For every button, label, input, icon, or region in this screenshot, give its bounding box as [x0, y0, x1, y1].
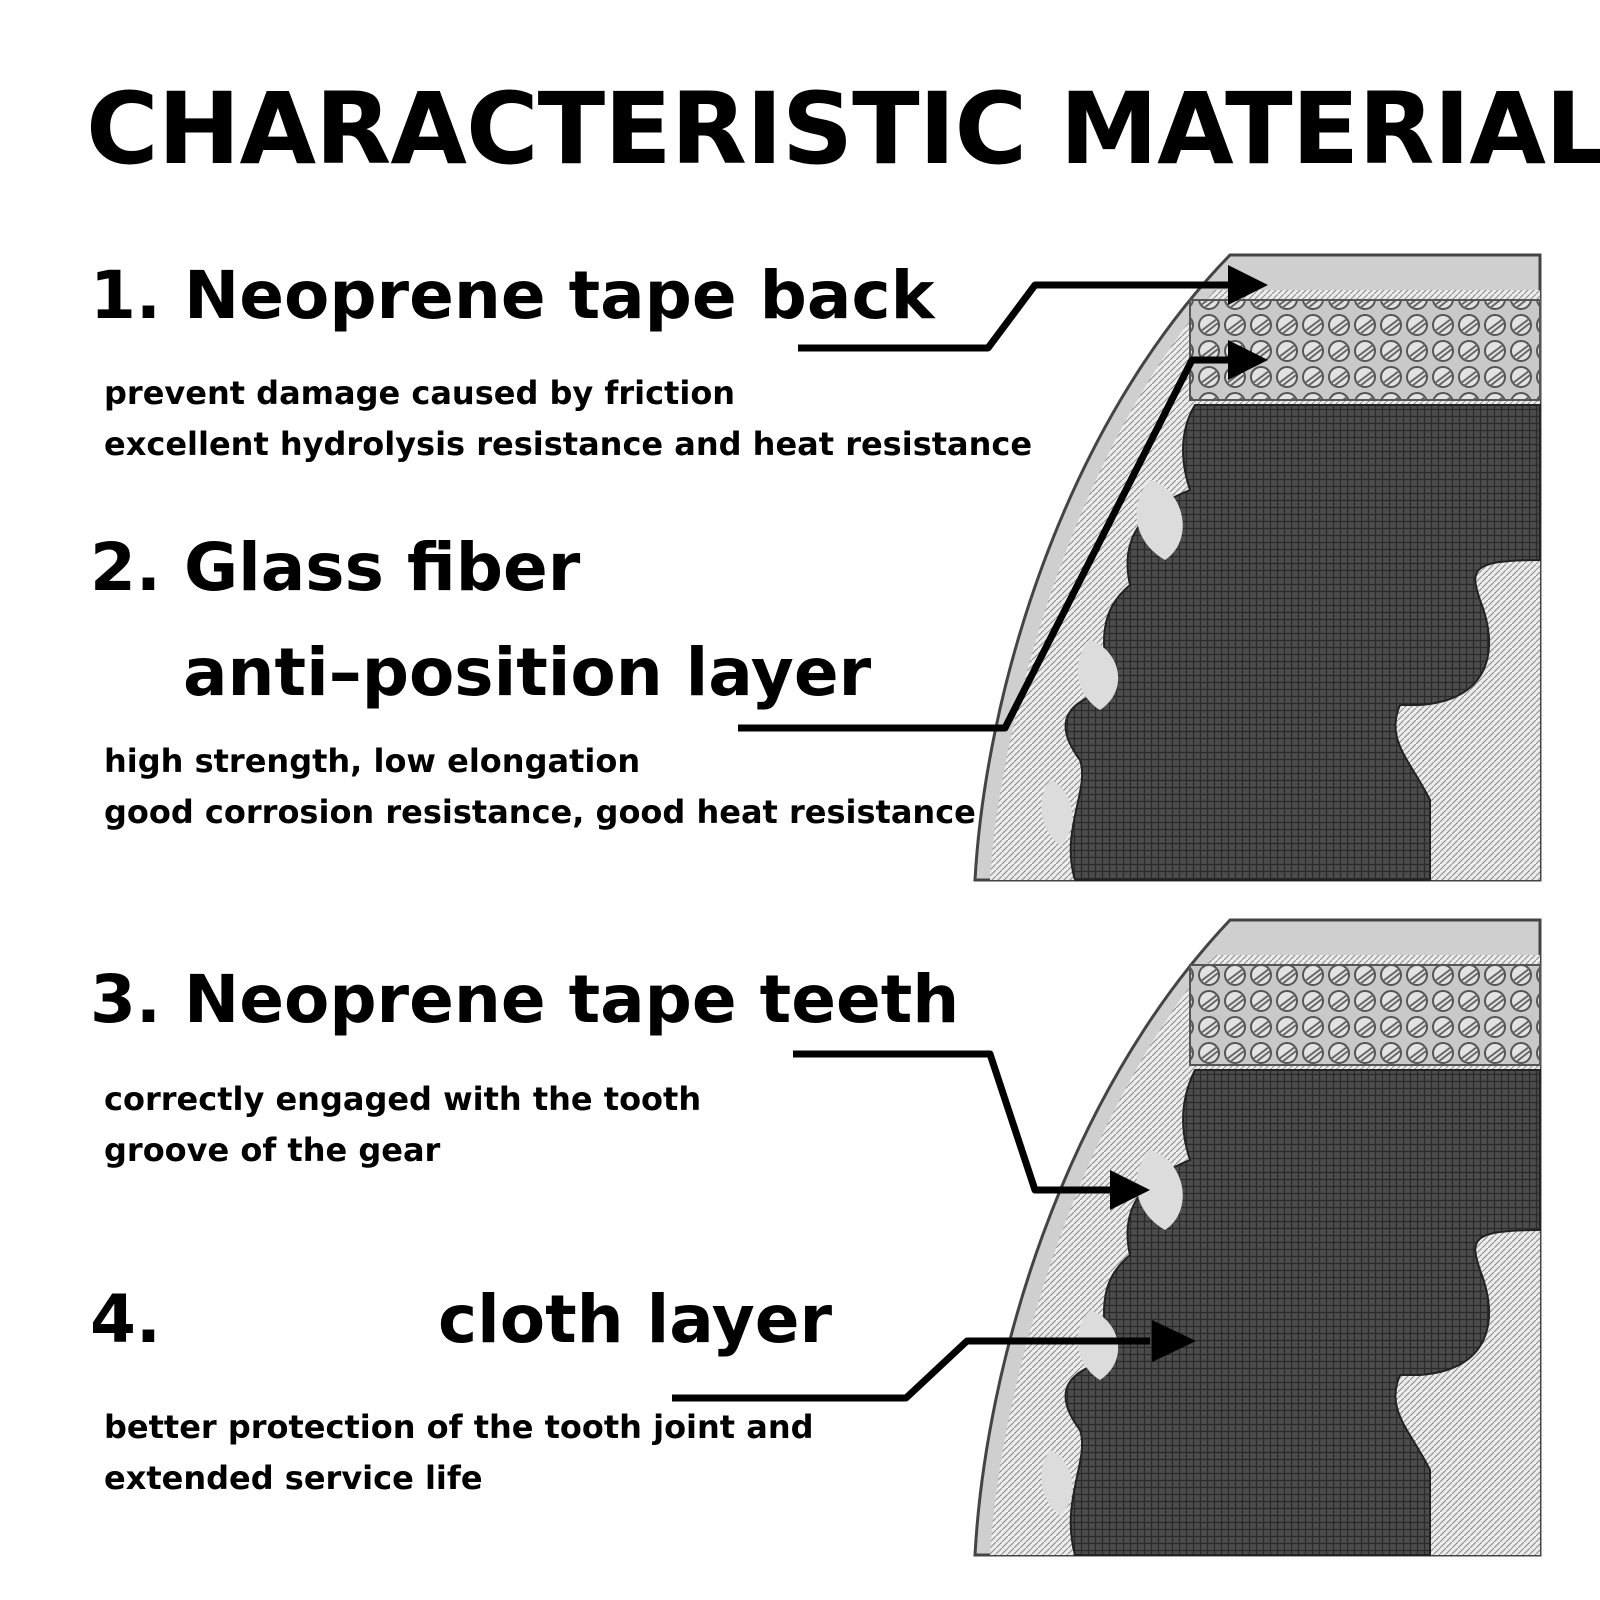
leader-line-2: [738, 356, 1230, 732]
arrowhead-4: [1152, 1320, 1196, 1362]
item-3-line-2: groove of the gear: [104, 1131, 441, 1169]
item-4-line-1: better protection of the tooth joint and: [104, 1408, 814, 1446]
belt-illustration-top: [973, 253, 1542, 882]
arrowhead-2: [1228, 340, 1268, 380]
item-1-description: prevent damage caused by friction excell…: [104, 368, 1032, 470]
item-1-line-1: prevent damage caused by friction: [104, 374, 736, 412]
belt-illustration-bottom: [973, 918, 1542, 1557]
arrowhead-1: [1228, 265, 1268, 305]
item-3-line-1: correctly engaged with the tooth: [104, 1080, 702, 1118]
page-title: CHARACTERISTIC MATERIAL: [86, 72, 1600, 187]
cord-layer-top: [1189, 299, 1541, 401]
item-2-heading: 2. Glass fiber: [90, 529, 581, 606]
item-3-description: correctly engaged with the tooth groove …: [104, 1074, 701, 1176]
item-2-line-2: good corrosion resistance, good heat res…: [104, 793, 976, 831]
item-4-description: better protection of the tooth joint and…: [104, 1402, 814, 1504]
leader-line-4: [672, 1337, 1150, 1402]
item-2-heading-line-2: anti–position layer: [183, 634, 872, 711]
item-3-heading: 3. Neoprene tape teeth: [90, 961, 960, 1038]
cord-layer-bottom: [1189, 964, 1541, 1066]
leader-line-1: [798, 281, 1230, 352]
item-1-heading: 1. Neoprene tape back: [90, 257, 935, 334]
item-1-line-2: excellent hydrolysis resistance and heat…: [104, 425, 1033, 463]
item-4-line-2: extended service life: [104, 1459, 483, 1497]
item-2-description: high strength, low elongation good corro…: [104, 736, 976, 838]
arrowhead-3: [1110, 1170, 1150, 1210]
item-2-line-1: high strength, low elongation: [104, 742, 641, 780]
item-4-number: 4.: [90, 1281, 161, 1358]
item-4-heading: cloth layer: [438, 1281, 833, 1358]
leader-line-3: [793, 1050, 1110, 1194]
